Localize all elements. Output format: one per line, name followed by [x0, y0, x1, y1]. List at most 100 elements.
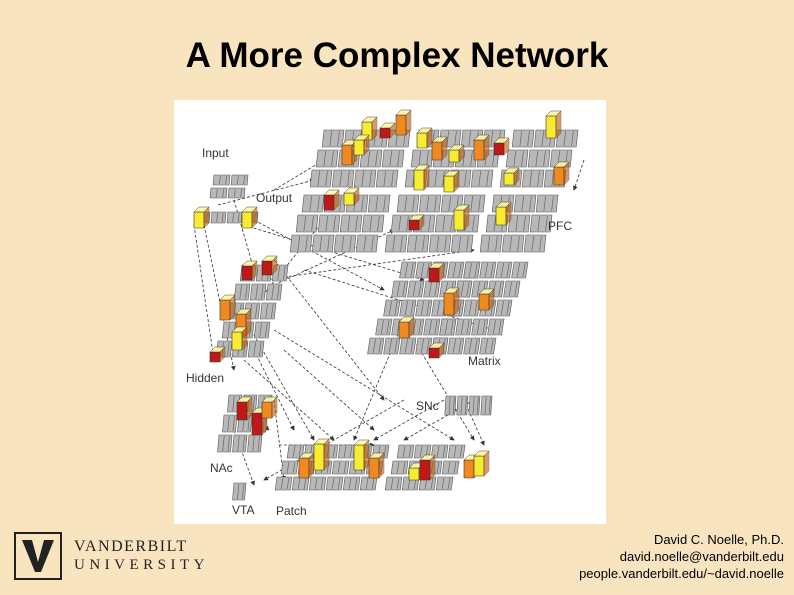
activation-bar-side — [513, 167, 520, 186]
grid-unit — [501, 234, 525, 253]
label-vta: VTA — [232, 503, 254, 517]
grid-unit-line — [375, 195, 379, 212]
activation-bar — [298, 457, 310, 479]
grid-unit-line — [426, 300, 430, 316]
grid-unit-line — [227, 415, 230, 432]
grid-unit — [259, 302, 277, 320]
presenter-email[interactable]: david.noelle@vanderbilt.edu — [619, 549, 784, 564]
grid-unit — [384, 234, 408, 253]
grid-unit-line — [428, 215, 431, 232]
grid-unit-line — [247, 415, 250, 432]
grid-unit — [342, 476, 361, 491]
grid-unit — [396, 194, 420, 213]
grid-unit-line — [484, 338, 488, 354]
activation-bar — [251, 412, 263, 436]
grid-unit — [359, 149, 383, 168]
grid-unit-line — [447, 477, 451, 490]
grid-unit-line — [232, 212, 234, 223]
grid-unit-line — [216, 212, 218, 223]
grid-unit — [415, 299, 433, 317]
grid-unit — [447, 444, 466, 459]
network-diagram: Input Output PFC Hidden Matrix SNc NAc V… — [174, 100, 606, 524]
grid-unit-line — [535, 150, 539, 167]
connection-arrow — [233, 199, 256, 271]
grid-unit-line — [369, 170, 372, 187]
activation-bar-side — [323, 438, 330, 471]
grid-unit-line — [478, 170, 482, 187]
grid-unit — [375, 169, 399, 188]
activation-bar — [478, 293, 490, 311]
grid-unit — [511, 261, 529, 279]
grid-unit-line — [333, 215, 336, 232]
grid-unit-line — [495, 235, 498, 252]
pfc-grid-d — [289, 194, 391, 253]
grid-unit-line — [286, 461, 290, 474]
grid-unit-line — [468, 338, 472, 354]
grid-unit-line — [563, 130, 567, 147]
grid-unit-line — [327, 235, 330, 252]
activation-bar-side — [333, 189, 340, 211]
grid-unit-line — [436, 235, 440, 252]
grid-unit-line — [404, 195, 408, 212]
grid-unit-line — [280, 477, 284, 490]
grid-unit — [511, 129, 535, 148]
grid-unit-line — [418, 150, 422, 167]
grid-unit — [212, 174, 231, 186]
presenter-website[interactable]: people.vanderbilt.edu/~david.noelle — [579, 566, 784, 581]
grid-unit-line — [303, 477, 307, 490]
grid-unit — [367, 337, 385, 355]
grid-unit-line — [371, 477, 375, 490]
grid-unit-line — [343, 445, 347, 458]
grid-unit-line — [252, 435, 255, 452]
grid-unit-line — [286, 477, 290, 490]
grid-unit-line — [341, 235, 345, 252]
activation-bar — [408, 467, 420, 481]
activation-bar — [443, 292, 455, 316]
grid-unit-line — [331, 477, 335, 490]
grid-unit-line — [529, 170, 533, 187]
activation-bar-side — [353, 187, 360, 206]
grid-unit — [391, 280, 409, 298]
activation-bar-side — [405, 109, 412, 136]
activation-bar-side — [563, 161, 570, 186]
pfc-grid-c — [499, 129, 579, 188]
label-hidden: Hidden — [186, 371, 224, 385]
activation-bar — [343, 192, 355, 206]
activation-bar-side — [203, 206, 210, 229]
grid-unit — [535, 194, 559, 213]
grid-unit — [230, 174, 249, 186]
grid-unit — [289, 234, 313, 253]
grid-unit-line — [436, 445, 440, 458]
grid-unit-line — [297, 477, 301, 490]
activation-bar — [431, 141, 443, 161]
oak-leaf-icon — [14, 532, 62, 580]
grid-unit — [311, 234, 335, 253]
grid-unit — [315, 149, 339, 168]
grid-unit-line — [466, 235, 469, 252]
grid-unit — [447, 337, 465, 355]
grid-unit-line — [369, 215, 373, 232]
grid-unit — [428, 234, 452, 253]
activation-bar-side — [503, 137, 510, 156]
grid-unit — [479, 261, 497, 279]
grid-unit — [495, 261, 513, 279]
vta-grid — [232, 482, 247, 501]
grid-unit-line — [372, 338, 376, 354]
grid-unit-line — [255, 303, 258, 319]
grid-unit — [505, 149, 529, 168]
grid-unit-line — [486, 170, 489, 187]
grid-unit — [227, 187, 246, 199]
grid-unit-line — [314, 477, 318, 490]
grid-unit — [217, 434, 233, 453]
grid-unit — [521, 169, 545, 188]
grid-unit-line — [490, 338, 494, 354]
grid-unit-line — [448, 195, 452, 212]
grid-unit-line — [521, 150, 524, 167]
grid-unit-line — [543, 150, 546, 167]
grid-unit-line — [388, 300, 392, 316]
grid-unit-line — [383, 445, 387, 458]
activation-bar — [353, 444, 365, 471]
grid-unit-line — [227, 322, 230, 338]
grid-unit — [463, 337, 481, 355]
grid-unit — [463, 299, 481, 317]
